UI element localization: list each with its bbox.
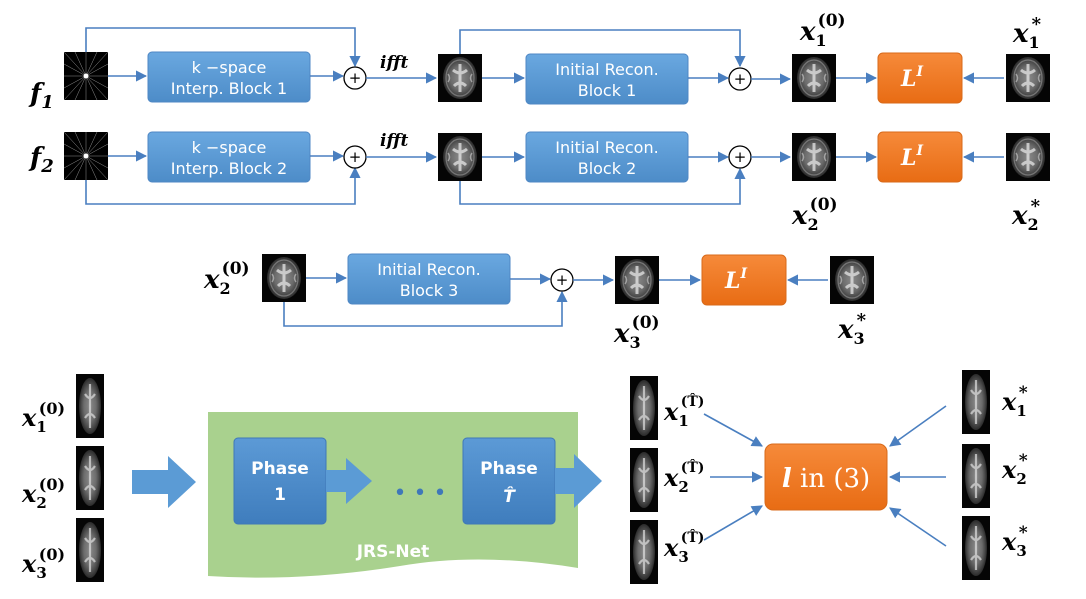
row2-loss-box [877,131,963,183]
row1-output-image [790,52,838,104]
phase-1-block [233,437,327,525]
row3-recon-block-line1: Initial Recon. [377,260,480,279]
row1-recon-block [525,53,689,105]
row1-kspace-image [63,51,109,101]
bottom-input-arrow [132,456,196,508]
row3-target-image [828,254,876,306]
bottom-input-label-2: x2(0) [21,475,65,512]
bottom-target-label-2: x2* [1001,451,1028,488]
row2-kspace-block-line1: k −space [192,138,267,157]
phase-ellipsis: • • • [394,481,447,506]
phase-t-line1: Phase [480,459,538,479]
bottom-input-image-3 [74,516,106,584]
row2-target-image [1004,131,1052,183]
row1-sum-symbol-2: + [734,70,747,88]
row2-sum-symbol: + [349,148,362,166]
row2-ifft-image [436,131,484,183]
bottom-loss-box [764,443,888,511]
row-2: f2 k −space Interp. Block 2 + ifft Initi… [28,131,1052,234]
row1-loss-box [877,52,963,104]
bottom-target-image-2 [960,442,992,510]
row1-target-label: x1* [1012,14,1042,52]
row3-input-image [260,252,308,304]
row1-kspace-block [147,51,311,103]
bottom-target-image-1 [960,368,992,436]
row3-input-label: x2(0) [203,259,250,298]
bottom-output-image-3 [628,518,660,586]
phase-1-line2: 1 [274,485,286,505]
row1-target-image [1004,52,1052,104]
row2-target-label: x2* [1011,196,1041,234]
row1-sum-symbol: + [349,69,362,87]
phase-t-arrow [555,454,602,508]
bottom-output-label-1: x1(T̂) [663,392,704,430]
bottom-input-image-1 [74,372,106,440]
bottom-output-label-3: x3(T̂) [663,528,704,566]
row2-input-label: f2 [28,143,54,177]
row-1: f1 k −space Interp. Block 1 + ifft Initi… [28,11,1052,113]
row3-target-label: x3* [837,310,867,348]
row3-loss-box [701,254,787,306]
row1-recon-block-line2: Block 1 [578,81,637,100]
bottom-output-label-2: x2(T̂) [663,458,704,496]
phase-t-block [462,437,556,525]
bottom-loss-label: l in (3) [782,464,870,494]
jrs-net-section: x1(0) x2(0) x3(0) JRS-Net Phase 1 • • • … [21,368,1028,586]
row1-input-label: f1 [28,79,54,113]
row3-output-label: x3(0) [613,313,660,352]
row3-sum-symbol: + [556,271,569,289]
phase-1-line1: Phase [251,459,309,479]
row2-kspace-image [63,131,109,181]
bottom-input-label-1: x1(0) [21,399,65,436]
row1-recon-block-line1: Initial Recon. [555,60,658,79]
row2-kspace-block [147,131,311,183]
row2-ifft-label: ifft [380,131,409,151]
row3-loss-label: LI [724,266,747,294]
row2-kspace-block-line2: Interp. Block 2 [171,159,287,178]
row-3: x2(0) Initial Recon. Block 3 + x3(0) LI … [203,252,876,352]
bottom-target-image-3 [960,514,992,582]
bottom-target-label-3: x3* [1001,523,1028,560]
row2-output-image [790,131,838,183]
bottom-output-image-2 [628,446,660,514]
jrs-net-name: JRS-Net [356,542,430,562]
row2-loss-label: LI [900,143,923,171]
row2-output-label: x2(0) [791,195,838,234]
row1-output-label: x1(0) [799,11,846,50]
bottom-input-label-3: x3(0) [21,545,65,582]
row3-recon-block-line2: Block 3 [400,281,459,300]
bottom-input-image-2 [74,444,106,512]
row1-loss-label: LI [900,64,923,92]
row2-sum-symbol-2: + [734,148,747,166]
row1-ifft-label: ifft [380,53,409,73]
bottom-output-image-1 [628,374,660,442]
row2-recon-block-line1: Initial Recon. [555,138,658,157]
row1-kspace-block-line1: k −space [192,58,267,77]
phase-t-line2: T̂ [503,486,516,507]
bottom-target-label-1: x1* [1001,383,1028,420]
row2-recon-block-line2: Block 2 [578,159,637,178]
phase-1-arrow [326,458,372,504]
row3-output-image [613,254,661,306]
row1-kspace-block-line2: Interp. Block 1 [171,79,287,98]
row1-ifft-image [436,52,484,104]
